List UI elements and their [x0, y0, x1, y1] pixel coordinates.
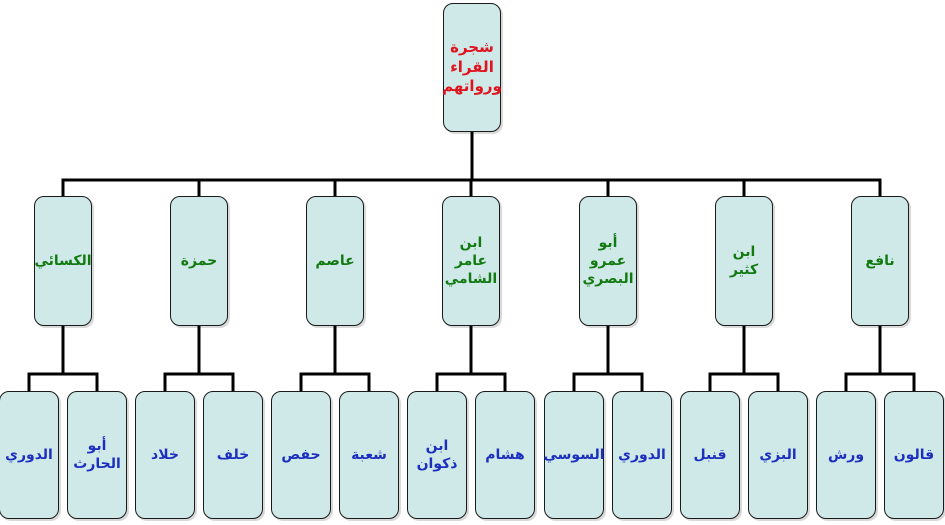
narrator-node-label: شعبة: [351, 446, 387, 463]
narrator-node: قالون: [884, 391, 944, 519]
narrator-node-label: حفص: [281, 446, 321, 463]
narrator-node: ورش: [816, 391, 876, 519]
narrator-node-label: خلاد: [151, 446, 179, 463]
narrator-node-label: الدوري: [5, 446, 53, 463]
narrator-node-label: البزي: [759, 446, 797, 463]
narrator-node: السوسي: [543, 391, 605, 519]
narrator-node: هشام: [475, 391, 535, 519]
reader-node-label: الكسائي: [34, 252, 92, 269]
reader-node-label: أبو عمرو البصري: [582, 234, 634, 288]
narrator-node: الدوري: [612, 391, 672, 519]
reader-node: ابن كثير: [715, 196, 773, 326]
reader-node: نافع: [851, 196, 909, 326]
reader-node: عاصم: [306, 196, 364, 326]
reader-node-label: نافع: [865, 252, 895, 269]
narrator-node: أبو الحارث: [67, 391, 127, 519]
narrator-node-label: أبو الحارث: [73, 437, 121, 472]
narrator-node-label: ابن ذكوان: [416, 437, 458, 472]
narrator-node: الدوري: [0, 391, 59, 519]
narrator-node: شعبة: [339, 391, 399, 519]
narrator-node: ابن ذكوان: [407, 391, 467, 519]
reader-node: الكسائي: [34, 196, 92, 326]
reader-node-label: ابن عامر الشامي: [444, 234, 498, 288]
root-node: شجرة القراء ورواتهم: [442, 3, 502, 132]
reader-node: ابن عامر الشامي: [442, 196, 500, 326]
narrator-node-label: قالون: [893, 446, 935, 463]
reader-node: أبو عمرو البصري: [579, 196, 637, 326]
narrator-node: البزي: [748, 391, 808, 519]
narrator-node: حفص: [271, 391, 331, 519]
reader-node-label: ابن كثير: [729, 243, 759, 278]
narrator-node-label: السوسي: [543, 446, 605, 463]
narrator-node: قنبل: [680, 391, 740, 519]
narrator-node: خلف: [203, 391, 263, 519]
narrator-node-label: الدوري: [618, 446, 666, 463]
narrator-node-label: خلف: [216, 446, 250, 463]
root-label: شجرة القراء ورواتهم: [442, 38, 502, 96]
reader-node-label: حمزة: [180, 252, 218, 269]
narrator-node-label: ورش: [827, 446, 865, 463]
reader-node-label: عاصم: [315, 252, 355, 269]
narrator-node-label: هشام: [485, 446, 525, 463]
narrator-node-label: قنبل: [693, 446, 727, 463]
reader-node: حمزة: [170, 196, 228, 326]
narrator-node: خلاد: [135, 391, 195, 519]
